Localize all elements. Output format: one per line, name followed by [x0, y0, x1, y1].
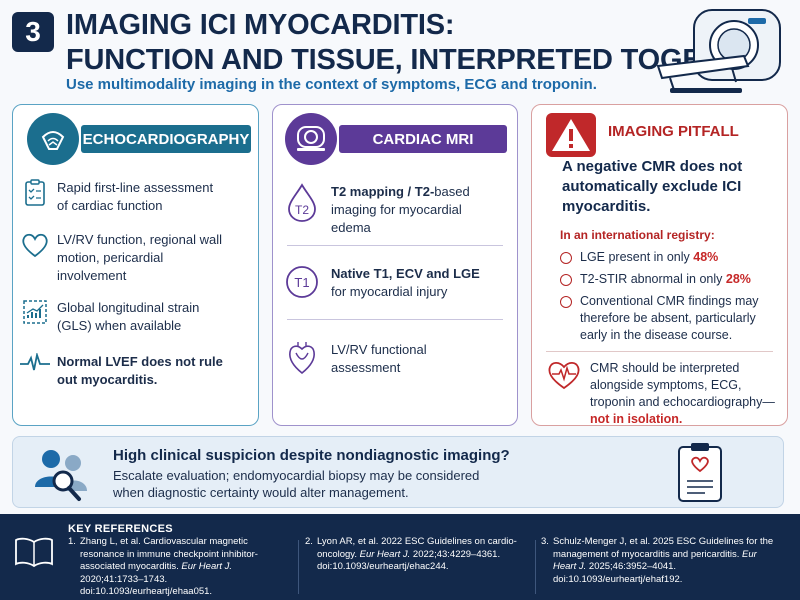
book-icon — [15, 537, 53, 568]
reference-item: 2.Lyon AR, et al. 2022 ESC Guidelines on… — [305, 536, 517, 572]
t1-circle-icon: T1 — [286, 266, 318, 298]
strain-chart-icon — [23, 300, 47, 324]
cardiac-mri-card: CARDIAC MRI T2 T2 mapping / T2-based ima… — [272, 104, 518, 426]
echo-probe-icon — [27, 113, 79, 165]
bullet-circle-icon — [560, 274, 572, 286]
title-line-1: IMAGING ICI MYOCARDITIS: — [66, 9, 455, 41]
reference-item: 3.Schulz-Menger J, et al. 2025 ESC Guide… — [541, 536, 774, 585]
pitfall-headline: A negative CMR does not automatically ex… — [562, 158, 743, 215]
references-footer: KEY REFERENCES 1.Zhang L, et al. Cardiov… — [0, 514, 800, 600]
echo-header: ECHOCARDIOGRAPHY — [81, 125, 251, 153]
divider — [546, 351, 773, 352]
imaging-pitfall-card: IMAGING PITFALL A negative CMR does not … — [531, 104, 788, 426]
heart-anatomy-icon — [289, 342, 315, 375]
people-search-icon — [35, 450, 87, 501]
divider — [287, 245, 503, 246]
clipboard-heart-icon — [678, 443, 722, 502]
t2-droplet-icon: T2 — [288, 183, 316, 222]
pitfall-item: Conventional CMR findings may therefore … — [560, 293, 780, 344]
page-title: IMAGING ICI MYOCARDITIS: FUNCTION AND TI… — [66, 8, 780, 78]
ecg-wave-icon — [20, 353, 50, 371]
echo-item: Rapid first-line assessment of cardiac f… — [13, 179, 227, 215]
references-heading: KEY REFERENCES — [68, 523, 173, 535]
mri-item: T2 T2 mapping / T2-based imaging for myo… — [273, 183, 499, 237]
banner-question: High clinical suspicion despite nondiagn… — [113, 447, 510, 464]
svg-text:T2: T2 — [295, 203, 309, 217]
page-subtitle: Use multimodality imaging in the context… — [66, 76, 597, 93]
svg-text:T1: T1 — [294, 275, 309, 290]
banner-text: Escalate evaluation; endomyocardial biop… — [113, 468, 480, 500]
echo-item: Normal LVEF does not rule out myocarditi… — [13, 353, 227, 389]
pitfall-item: LGE present in only 48% — [560, 249, 780, 266]
reference-item: 1.Zhang L, et al. Cardiovascular magneti… — [68, 536, 258, 597]
divider — [287, 319, 503, 320]
clinical-suspicion-banner: High clinical suspicion despite nondiagn… — [12, 436, 784, 508]
mri-header: CARDIAC MRI — [339, 125, 507, 153]
heart-outline-icon — [22, 233, 48, 258]
echocardiography-card: ECHOCARDIOGRAPHY Rapid first-line assess… — [12, 104, 259, 426]
divider — [298, 540, 299, 594]
mri-scanner-small-icon — [285, 113, 337, 165]
section-number-badge: 3 — [12, 12, 54, 52]
echo-item: Global longitudinal strain (GLS) when av… — [13, 299, 227, 335]
pitfall-header: IMAGING PITFALL — [608, 123, 739, 140]
pitfall-item: T2-STIR abnormal in only 28% — [560, 271, 780, 288]
mri-item: LV/RV functional assessment — [273, 341, 499, 377]
checklist-icon — [25, 179, 45, 206]
echo-item: LV/RV function, regional wall motion, pe… — [13, 231, 227, 285]
heart-ecg-icon — [548, 361, 580, 390]
registry-intro: In an international registry: — [560, 228, 715, 242]
pitfall-note: CMR should be interpreted alongside symp… — [590, 361, 775, 426]
divider — [535, 540, 536, 594]
bullet-circle-icon — [560, 252, 572, 264]
bullet-circle-icon — [560, 296, 572, 308]
mri-scanner-icon — [656, 9, 781, 93]
warning-icon — [546, 113, 596, 157]
